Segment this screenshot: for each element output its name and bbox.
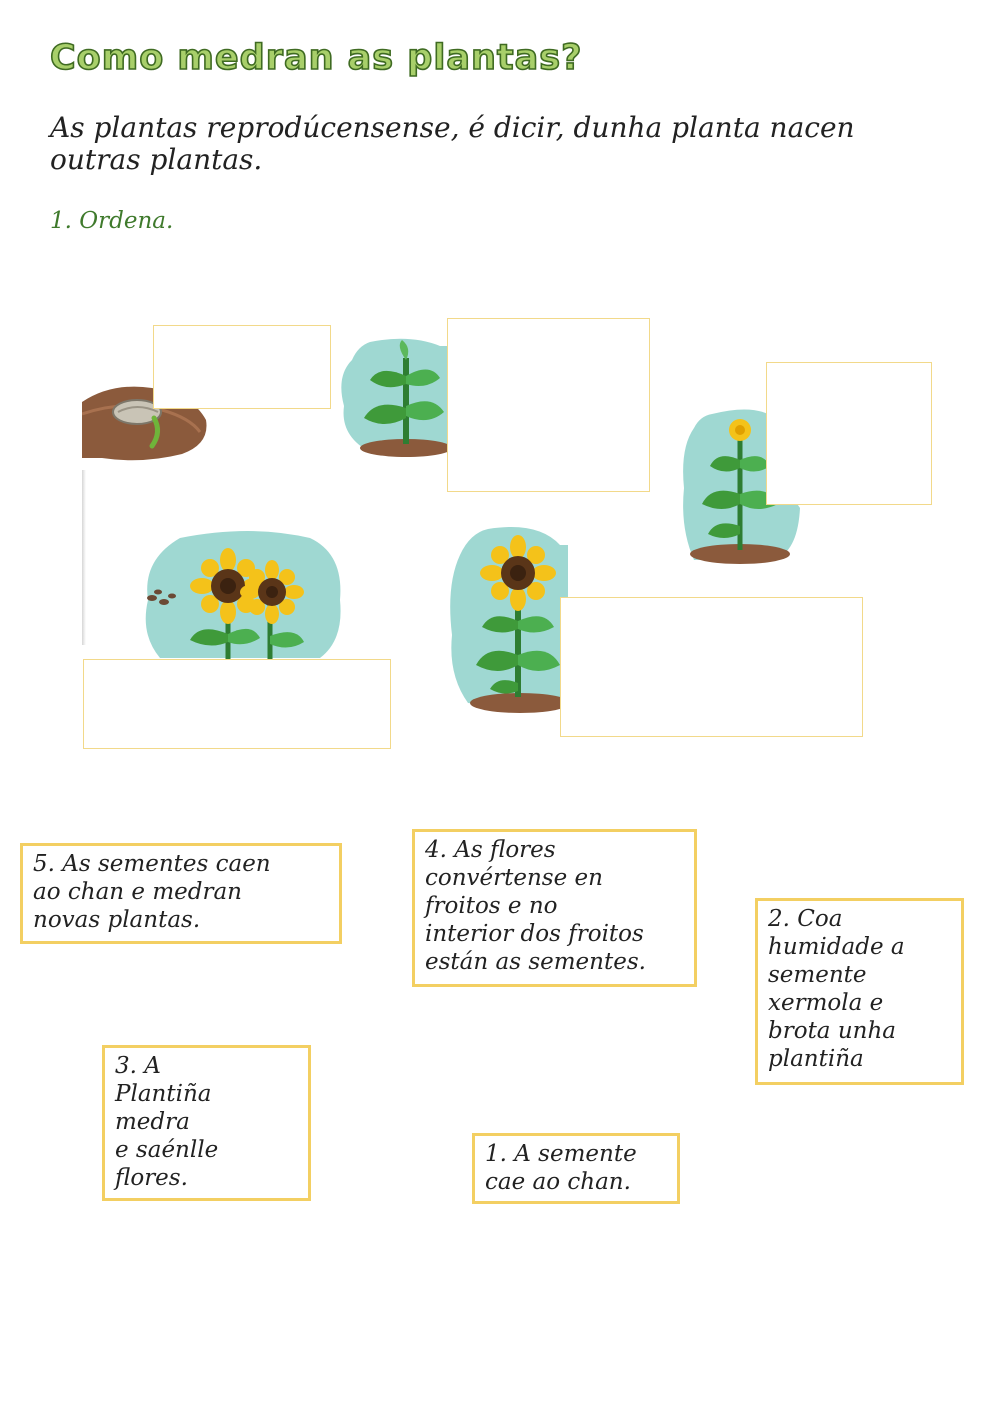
answer-card-text: 1. A semente cae ao chan. [485, 1141, 637, 1195]
drop-zone-2[interactable] [447, 318, 650, 492]
answer-card-3[interactable]: 3. A Plantiña medra e saénlle flores. [102, 1045, 311, 1201]
drop-zone-5[interactable] [560, 597, 863, 737]
young-sprout-image [341, 338, 450, 457]
drop-zone-3[interactable] [766, 362, 932, 505]
intro-text: As plantas reprodúcensense, é dicir, dun… [50, 111, 855, 176]
answer-card-text: 4. As flores convértense en froitos e no… [425, 837, 646, 975]
answer-card-4[interactable]: 4. As flores convértense en froitos e no… [412, 829, 697, 987]
drop-zone-4[interactable] [83, 659, 391, 749]
answer-card-text: 3. A Plantiña medra e saénlle flores. [115, 1053, 219, 1191]
sunflowers-dropping-seeds-image [145, 531, 341, 660]
answer-card-text: 5. As sementes caen ao chan e medran nov… [33, 851, 271, 933]
answer-card-1[interactable]: 1. A semente cae ao chan. [472, 1133, 680, 1204]
answer-card-5[interactable]: 5. As sementes caen ao chan e medran nov… [20, 843, 342, 944]
image-edge-shadow [82, 470, 86, 645]
answer-card-2[interactable]: 2. Coa humidade a semente xermola e brot… [755, 898, 964, 1085]
answer-card-text: 2. Coa humidade a semente xermola e brot… [768, 906, 905, 1072]
worksheet-title: Como medran as plantas? [49, 37, 583, 79]
flowering-sunflower-image [450, 527, 568, 713]
instruction-text: 1. Ordena. [50, 208, 174, 234]
drop-zone-1[interactable] [153, 325, 331, 409]
